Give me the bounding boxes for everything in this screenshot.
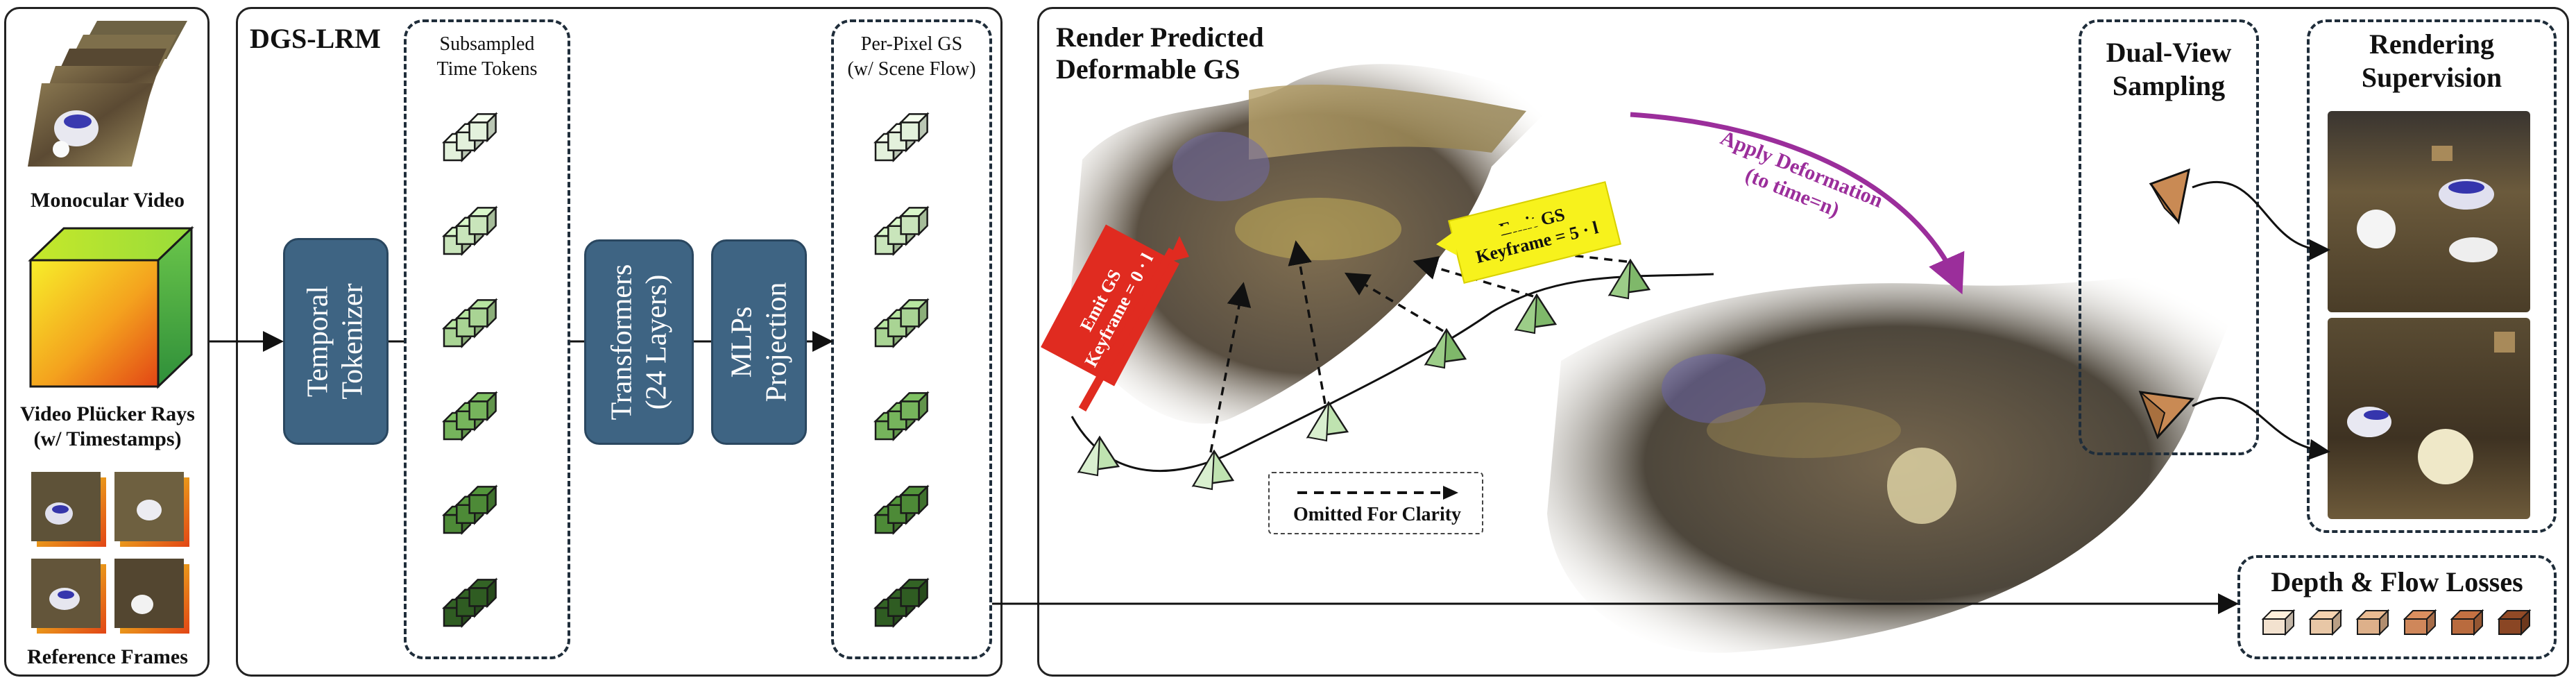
perpixel-label-2: (w/ Scene Flow) [847, 58, 976, 80]
loss-token-2 [2308, 609, 2343, 636]
monocular-video-label: Monocular Video [31, 189, 185, 212]
render-output-bottom [2328, 318, 2530, 519]
monocular-video-stack [28, 17, 194, 184]
gs-token-row-1 [873, 112, 930, 163]
rendering-label-1: Rendering [2369, 28, 2494, 60]
render-title-2: Deformable GS [1056, 53, 1240, 85]
arrow-emit-red-head [1168, 236, 1189, 262]
trajectory-camera-3 [1306, 400, 1349, 442]
gs-token-row-6 [873, 577, 930, 629]
gs-token-row-5 [873, 484, 930, 536]
arrow-apply-deformation [1630, 112, 1965, 295]
subsampled-label-2: Time Tokens [436, 58, 538, 80]
time-token-row-4 [441, 391, 498, 442]
perpixel-label-1: Per-Pixel GS [860, 33, 963, 55]
transformers-box: Transformers(24 Layers) [584, 239, 694, 445]
loss-tokens [2261, 609, 2532, 636]
plucker-rays-label-2: (w/ Timestamps) [33, 427, 182, 450]
reference-frames-label: Reference Frames [27, 645, 188, 668]
omitted-label: Omitted For Clarity [1293, 504, 1462, 525]
gs-token-row-4 [873, 391, 930, 442]
arrow-camera2-to-render [2192, 396, 2330, 460]
losses-box [2237, 555, 2557, 659]
dual-view-camera-2 [2138, 391, 2195, 440]
dashed-projection-arrow-1 [1209, 282, 1252, 453]
plucker-rays-label-1: Video Plücker Rays [20, 402, 195, 425]
dual-view-camera-1 [2149, 168, 2190, 225]
dual-view-label-1: Dual-View [2106, 37, 2232, 68]
arrow-camera1-to-render [2192, 181, 2330, 260]
dual-view-box [2079, 19, 2259, 455]
trajectory-camera-2 [1191, 449, 1235, 491]
loss-token-4 [2403, 609, 2437, 636]
gs-token-row-2 [873, 205, 930, 257]
losses-label: Depth & Flow Losses [2271, 566, 2523, 597]
render-title-1: Render Predicted [1056, 22, 1264, 53]
time-token-row-2 [441, 205, 498, 257]
dashed-projection-arrow-3 [1344, 272, 1444, 332]
time-token-row-1 [441, 112, 498, 163]
omitted-legend: Omitted For Clarity [1268, 472, 1483, 534]
trajectory-camera-5 [1514, 293, 1558, 334]
arrow-emit-yellow-head [1436, 230, 1457, 255]
trajectory-camera-1 [1077, 435, 1120, 477]
dashed-projection-arrow-2 [1288, 240, 1327, 405]
dashed-projection-arrow-5 [1482, 235, 1628, 263]
loss-token-1 [2261, 609, 2296, 636]
trajectory-camera-4 [1424, 328, 1467, 369]
loss-token-5 [2450, 609, 2484, 636]
time-token-row-3 [441, 298, 498, 349]
arrow-emit-yellow [1449, 218, 1538, 247]
loss-token-3 [2355, 609, 2390, 636]
time-token-row-6 [441, 577, 498, 629]
subsampled-label-1: Subsampled [439, 33, 535, 55]
time-token-row-5 [441, 484, 498, 536]
subsampled-tokens-box [404, 19, 570, 659]
arrow-emit-red [1078, 248, 1177, 412]
plucker-rays-cube [28, 226, 194, 392]
rendering-supervision-box [2307, 19, 2557, 533]
loss-token-6 [2497, 609, 2532, 636]
reference-frames-grid [31, 472, 198, 642]
dashed-projection-arrow-4 [1413, 256, 1534, 298]
render-output-top [2328, 111, 2530, 312]
trajectory-camera-6 [1607, 258, 1651, 300]
dgs-lrm-title: DGS-LRM [250, 23, 381, 54]
gs-token-row-3 [873, 298, 930, 349]
rendering-label-2: Supervision [2361, 62, 2502, 93]
dual-view-label-2: Sampling [2112, 70, 2226, 101]
